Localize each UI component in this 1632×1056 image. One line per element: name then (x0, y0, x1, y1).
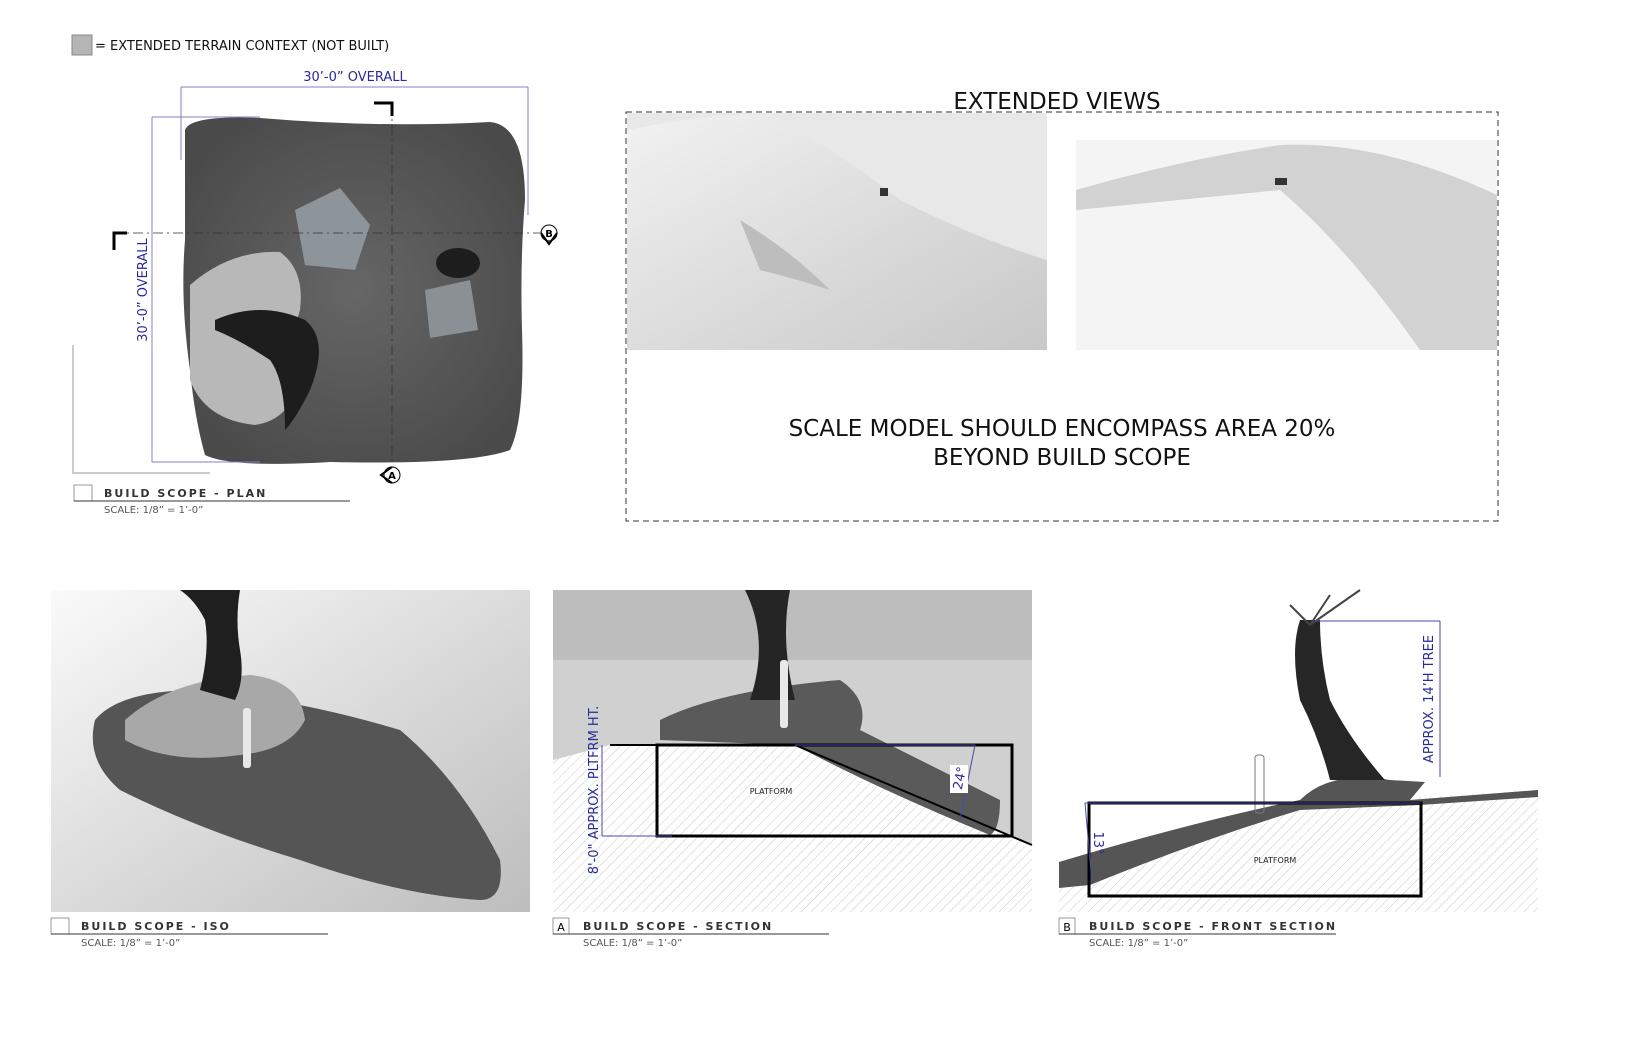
front-section-view: PLATFORM APPROX. 14’H TREE 13° B BUILD S… (1058, 589, 1538, 949)
iso-scale: SCALE: 1/8” = 1’-0” (81, 938, 180, 949)
front-tag: B (1063, 921, 1071, 934)
front-platform-label: PLATFORM (1254, 856, 1297, 865)
legend: = EXTENDED TERRAIN CONTEXT (NOT BUILT) (71, 34, 389, 56)
extended-views-title: EXTENDED VIEWS (953, 89, 1160, 115)
section-height-dim: 8'-0" APPROX. PLTFRM HT. (587, 706, 602, 875)
plan-view: 30’-0” OVERALL 30’-0” OVERALL B A BUILD … (72, 70, 558, 516)
front-angle: 13° (1090, 831, 1105, 854)
extended-views-note-1: SCALE MODEL SHOULD ENCOMPASS AREA 20% (789, 416, 1336, 442)
plan-dim-horizontal: 30’-0” OVERALL (303, 70, 407, 85)
front-scale: SCALE: 1/8” = 1’-0” (1089, 938, 1188, 949)
extended-view-1 (627, 113, 1047, 350)
iso-view: BUILD SCOPE - ISO SCALE: 1/8” = 1’-0” (50, 590, 530, 949)
section-marker-b[interactable]: B (540, 224, 558, 246)
section-angle: 24° (951, 765, 970, 791)
section-scale: SCALE: 1/8” = 1’-0” (583, 938, 682, 949)
plan-scale: SCALE: 1/8” = 1’-0” (104, 505, 203, 516)
extended-view-2 (1076, 140, 1497, 350)
section-title: BUILD SCOPE - SECTION (583, 920, 773, 933)
svg-text:B: B (545, 229, 553, 240)
plan-title: BUILD SCOPE - PLAN (104, 487, 267, 500)
front-tree-dim: APPROX. 14’H TREE (1422, 635, 1437, 763)
legend-swatch (71, 34, 93, 56)
plan-dim-vertical: 30’-0” OVERALL (136, 237, 151, 341)
extended-views-note-2: BEYOND BUILD SCOPE (933, 445, 1191, 471)
section-tag: A (557, 921, 565, 934)
svg-text:A: A (388, 471, 396, 482)
section-platform-label: PLATFORM (750, 787, 793, 796)
iso-title: BUILD SCOPE - ISO (81, 920, 231, 933)
front-title: BUILD SCOPE - FRONT SECTION (1089, 920, 1337, 933)
section-view: PLATFORM 8'-0" APPROX. PLTFRM HT. 24° A … (552, 590, 1033, 949)
tree-plan (215, 310, 319, 430)
extended-views: EXTENDED VIEWS SCALE MODEL SHOULD ENCOMP… (625, 89, 1499, 522)
section-marker-a[interactable]: A (379, 466, 401, 484)
legend-text: = EXTENDED TERRAIN CONTEXT (NOT BUILT) (95, 39, 389, 54)
